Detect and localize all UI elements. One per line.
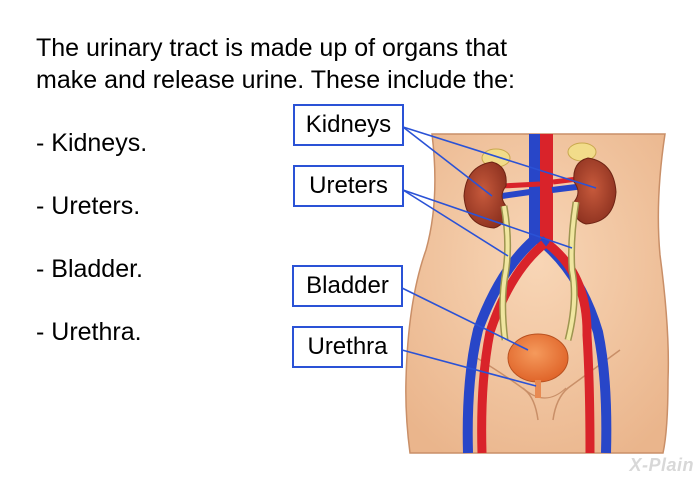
intro-line-2: make and release urine. These include th… <box>36 66 516 94</box>
leader-ureters-left <box>402 189 509 257</box>
intro-line-1: The urinary tract is made up of organs t… <box>36 34 508 62</box>
label-ureters-text: Ureters <box>309 172 388 199</box>
leader-lines <box>401 126 597 387</box>
label-urethra: Urethra <box>292 326 403 368</box>
organ-list-item-ureters: - Ureters. <box>36 192 141 220</box>
aorta-trunk <box>540 134 553 246</box>
bladder-organ <box>507 333 569 383</box>
organ-list-item-kidneys: - Kidneys. <box>36 129 148 157</box>
label-urethra-text: Urethra <box>307 333 388 360</box>
pubic-contour <box>522 387 567 399</box>
label-kidneys: Kidneys <box>293 104 404 146</box>
leader-ureters-right <box>402 189 573 249</box>
vena-cava-trunk <box>529 134 540 244</box>
intro-text: The urinary tract is made up of organs t… <box>36 32 596 96</box>
left-iliac-vein <box>462 236 538 454</box>
left-renal-artery <box>501 181 541 189</box>
leader-kidneys-left <box>402 126 493 197</box>
label-kidneys-text: Kidneys <box>305 111 392 138</box>
leader-urethra <box>401 349 537 387</box>
left-renal-vein <box>501 189 531 199</box>
organ-list: - Kidneys. - Ureters. - Bladder. - Ureth… <box>36 128 147 380</box>
label-bladder: Bladder <box>292 265 403 307</box>
leader-kidneys-right <box>402 126 597 189</box>
organ-list-item-bladder: - Bladder. <box>36 255 144 283</box>
right-ureter-inner <box>566 201 578 341</box>
label-bladder-text: Bladder <box>306 272 389 299</box>
organ-list-item-urethra: - Urethra. <box>36 318 142 346</box>
label-ureters: Ureters <box>293 165 404 207</box>
leader-bladder <box>401 287 529 351</box>
watermark-logo: X-Plain <box>629 455 694 475</box>
